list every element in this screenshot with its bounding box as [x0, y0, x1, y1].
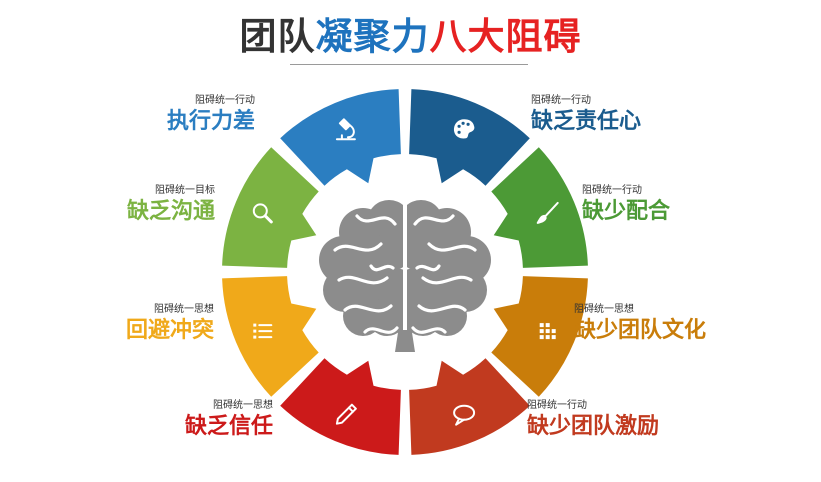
label-resp-main: 缺乏责任心	[531, 109, 642, 134]
segment-exec	[280, 89, 401, 186]
palette-icon	[453, 119, 475, 139]
brain-fold	[413, 214, 455, 226]
brain-icon	[319, 200, 491, 352]
segment-trust	[280, 358, 401, 455]
label-motivate-sub: 阻碍统一行动	[527, 400, 587, 411]
brush-icon	[536, 201, 559, 224]
label-comm-main: 缺乏沟通	[126, 199, 215, 224]
brain-fold	[333, 242, 383, 252]
label-exec: 阻碍统一行动 执行力差	[167, 94, 255, 136]
label-exec-main: 执行力差	[166, 109, 255, 134]
segment-resp	[409, 89, 530, 186]
brain-fold	[427, 242, 477, 252]
brain-fold	[421, 275, 473, 285]
grid-icon	[539, 323, 556, 340]
label-conflict-sub: 阻碍统一思想	[154, 304, 214, 315]
label-culture-sub: 阻碍统一思想	[574, 304, 634, 315]
label-culture: 阻碍统一思想 缺少团队文化	[574, 303, 706, 345]
label-trust-sub: 阻碍统一思想	[213, 400, 273, 411]
pencil-icon	[335, 403, 357, 425]
title-divider	[290, 64, 528, 65]
brain-fold	[411, 326, 447, 334]
label-comm: 阻碍统一目标 缺乏沟通	[127, 184, 215, 226]
brain-stem	[395, 326, 415, 352]
page-title: 团队凝聚力八大阻碍	[0, 6, 821, 60]
brain-lobe	[395, 268, 435, 308]
list-icon	[253, 323, 273, 339]
label-coop-main: 缺少配合	[582, 199, 671, 224]
segment-icons	[252, 118, 559, 426]
label-resp-sub: 阻碍统一行动	[531, 95, 591, 106]
segment-comm	[222, 147, 319, 268]
segment-culture	[491, 276, 588, 397]
microscope-icon	[335, 118, 356, 141]
brain-fold	[369, 264, 395, 272]
label-trust: 阻碍统一思想 缺乏信任	[185, 399, 273, 441]
label-coop-sub: 阻碍统一行动	[582, 185, 642, 196]
label-comm-sub: 阻碍统一目标	[155, 185, 215, 196]
brain-fold	[337, 275, 389, 285]
brain-fold	[343, 304, 393, 313]
brain-fold	[417, 304, 467, 313]
label-conflict-main: 回避冲突	[125, 318, 214, 343]
brain-fold	[363, 326, 399, 334]
label-culture-main: 缺少团队文化	[574, 318, 707, 343]
brain-fold	[415, 264, 441, 272]
magnifier-icon	[252, 203, 273, 224]
label-exec-sub: 阻碍统一行动	[195, 95, 255, 106]
speech-bubble-icon	[453, 404, 476, 426]
label-motivate: 阻碍统一行动 缺少团队激励	[527, 399, 659, 441]
label-trust-main: 缺乏信任	[184, 414, 273, 439]
title-part-3: 八大阻碍	[429, 15, 582, 58]
label-coop: 阻碍统一行动 缺少配合	[582, 184, 670, 226]
label-resp: 阻碍统一行动 缺乏责任心	[531, 94, 641, 136]
title-part-1: 团队	[239, 15, 316, 58]
label-motivate-main: 缺少团队激励	[527, 414, 660, 439]
title-part-2: 凝聚力	[315, 15, 430, 58]
brain-fold	[355, 214, 397, 226]
label-conflict: 阻碍统一思想 回避冲突	[126, 303, 214, 345]
segment-coop	[491, 147, 588, 268]
